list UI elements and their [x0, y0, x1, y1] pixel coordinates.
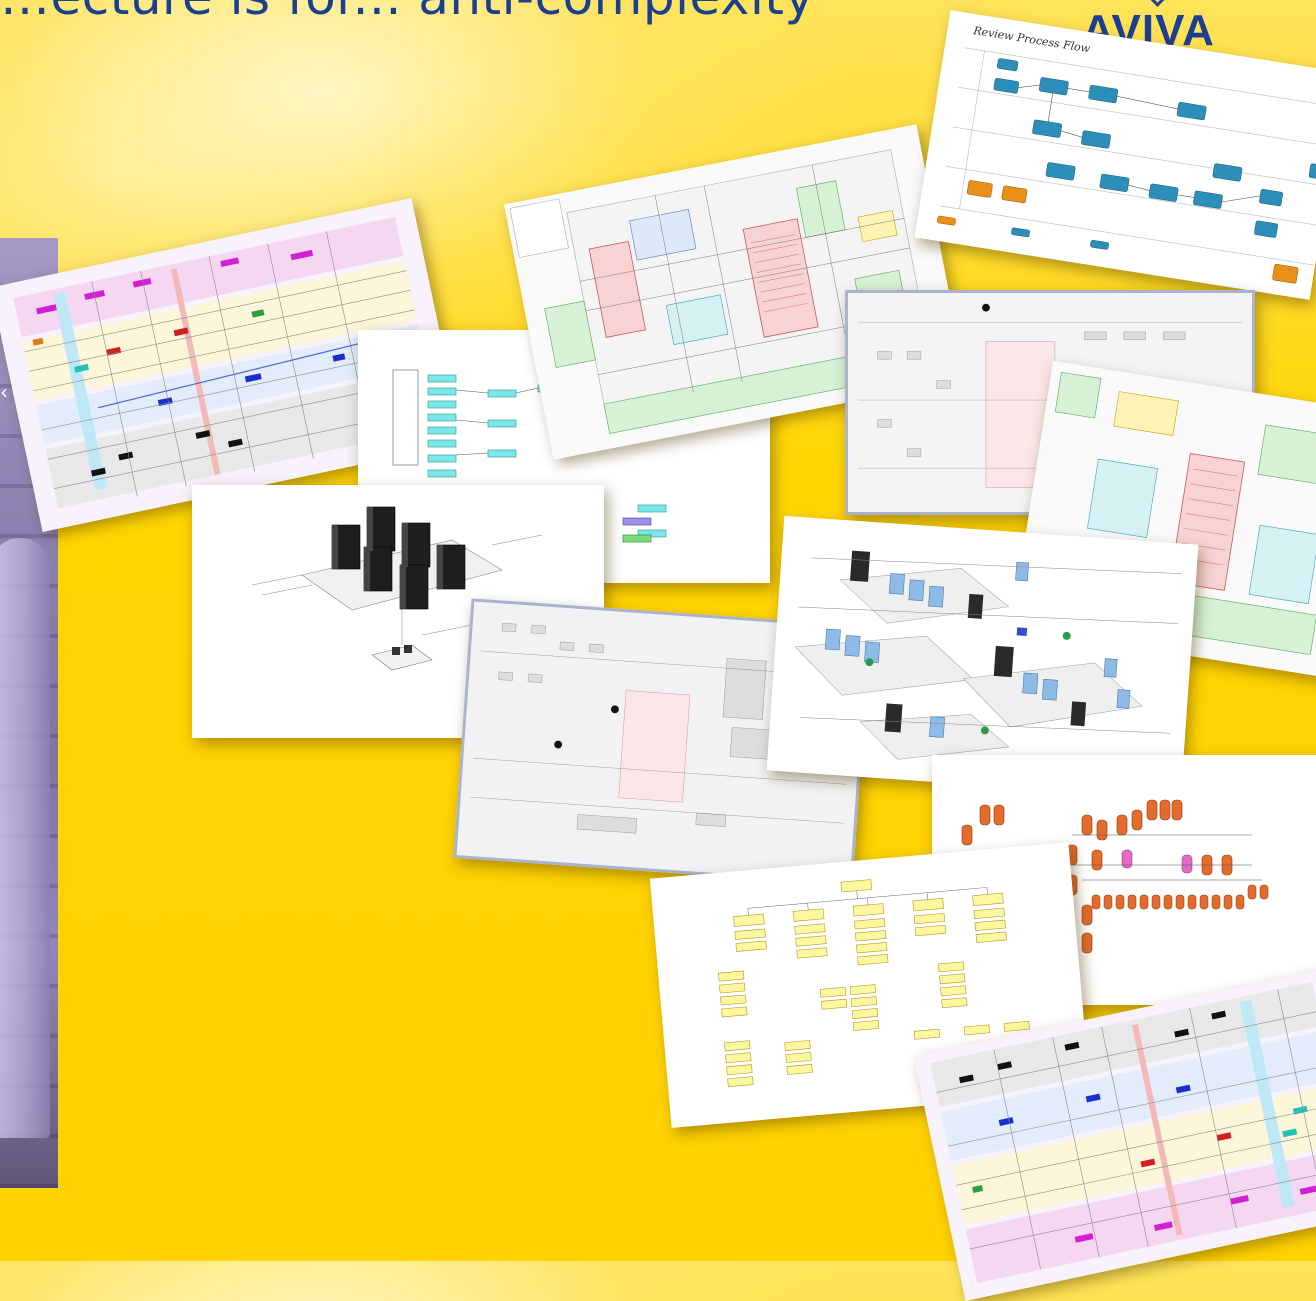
statue-figure — [0, 538, 50, 1138]
slide-title: …ecture is for... anti-complexity — [0, 0, 900, 26]
diagram-architecture-bottom-right — [913, 969, 1316, 1301]
arrow-icon: ‹ — [0, 380, 8, 404]
diagram-server-network — [766, 515, 1199, 800]
diagram-grey-process-lower — [453, 598, 871, 886]
diagram-review-process-flow: Review Process Flow — [914, 10, 1316, 300]
diagram-architecture-left — [0, 198, 464, 532]
